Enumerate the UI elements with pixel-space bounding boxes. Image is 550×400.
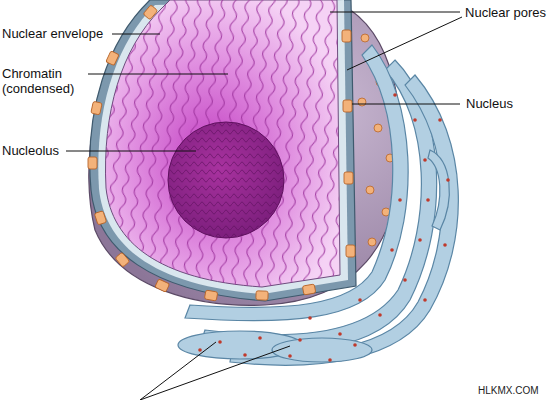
part-label: Nuclear pores xyxy=(465,5,546,20)
part-label: Nuclear envelope xyxy=(2,26,103,41)
leader-lines xyxy=(66,12,462,400)
part-label: Chromatin (condensed) xyxy=(2,66,82,96)
envelope-pores xyxy=(88,5,355,301)
nucleoplasm xyxy=(100,0,345,295)
part-label: Nucleus xyxy=(466,96,513,111)
nucleus-surface xyxy=(89,0,401,305)
nucleolus xyxy=(168,122,284,238)
watermark: HLKMX.COM xyxy=(478,385,539,397)
part-label: Nucleolus xyxy=(2,143,59,158)
